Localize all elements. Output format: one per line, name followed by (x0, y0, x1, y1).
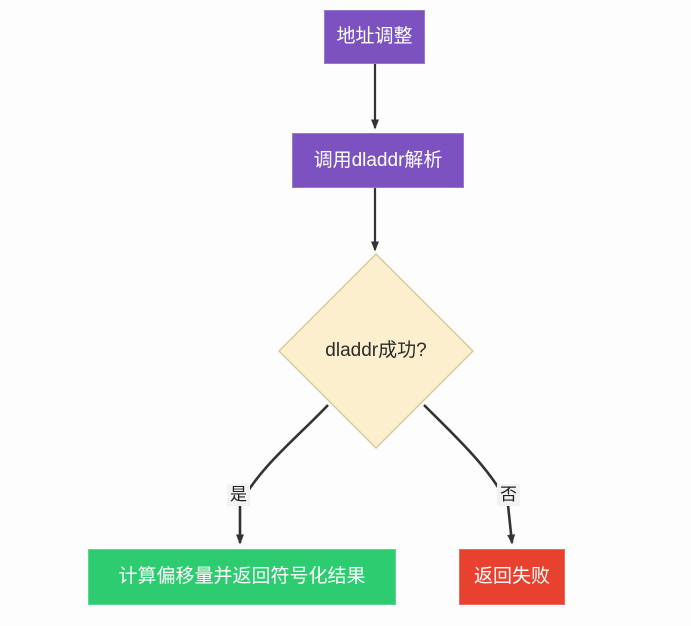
node-call-dladdr-label: 调用dladdr解析 (313, 149, 443, 171)
node-fail-label: 返回失败 (473, 566, 550, 588)
node-success-return-symbolized[interactable]: 计算偏移量并返回符号化结果 (88, 549, 396, 605)
node-decision-dladdr-success[interactable]: dladdr成功? (278, 253, 474, 449)
diamond-shape-icon (278, 253, 474, 449)
node-success-label: 计算偏移量并返回符号化结果 (118, 566, 366, 588)
edge-label-yes: 是 (227, 484, 250, 507)
node-call-dladdr[interactable]: 调用dladdr解析 (292, 133, 464, 188)
edge-label-no: 否 (497, 484, 520, 507)
node-decision-label: dladdr成功? (325, 340, 427, 362)
node-start-address-adjust[interactable]: 地址调整 (324, 10, 425, 64)
node-fail-return-failure[interactable]: 返回失败 (459, 549, 565, 605)
node-start-label: 地址调整 (336, 26, 413, 48)
